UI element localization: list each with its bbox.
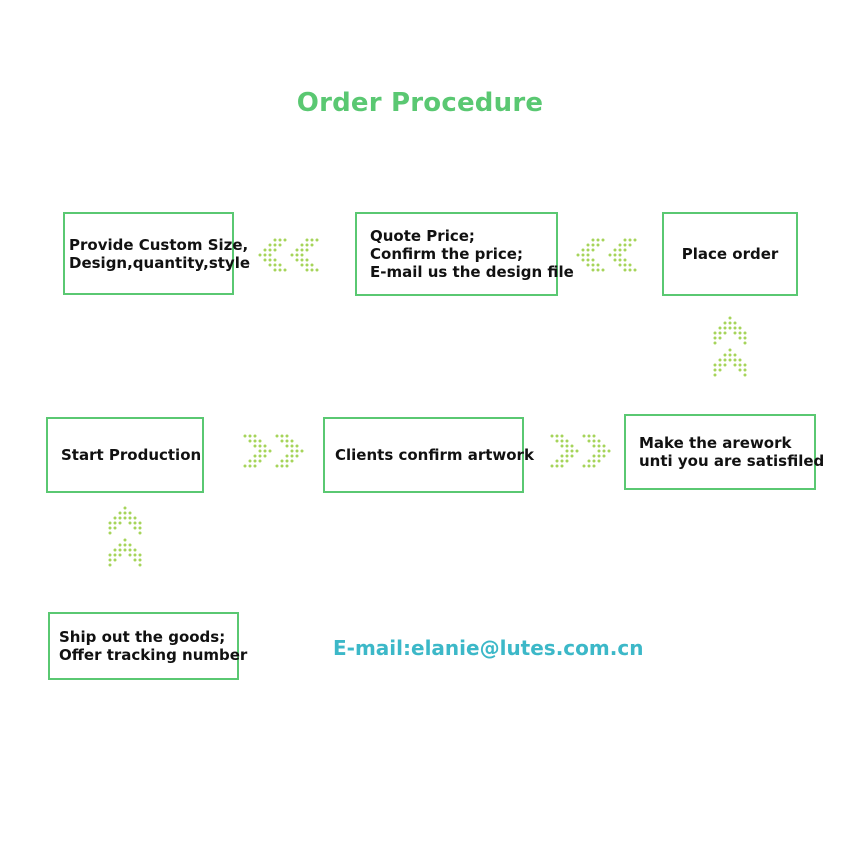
step-make-artwork: Make the arework unti you are satisfiled [624,414,825,490]
step-text-line: E-mail us the design file [370,263,574,281]
step-text-line: unti you are satisfiled [639,452,825,470]
step-text-line: Place order [681,245,779,263]
arrow-right-icon [576,238,637,272]
step-text-line: Quote Price; [370,227,475,245]
arrow-left-icon [243,434,304,468]
step-text-line: Start Production [61,446,202,464]
step-text-line: Confirm the price; [370,245,523,263]
arrow-down-icon [108,506,142,567]
step-text-line: Design,quantity,style [69,253,251,272]
arrow-down-icon [713,316,747,377]
step-place-order: Place order [662,212,798,296]
step-text-line: Ship out the goods; [59,628,226,646]
step-text-line: Provide Custom Size, [69,235,249,254]
step-quote-price: Quote Price; Confirm the price; E-mail u… [355,212,574,296]
step-provide-custom-size: Provide Custom Size, Design,quantity,sty… [63,212,251,295]
step-clients-confirm-artwork: Clients confirm artwork [323,417,534,493]
step-text-line: Make the arework [639,434,792,452]
contact-email: E-mail:elanie@lutes.com.cn [333,636,644,660]
step-ship-out-goods: Ship out the goods; Offer tracking numbe… [48,612,248,680]
step-start-production: Start Production [46,417,204,493]
step-text-line: Clients confirm artwork [335,446,534,464]
arrow-left-icon [550,434,611,468]
diagram-title: Order Procedure [296,88,544,118]
step-text-line: Offer tracking number [59,646,248,664]
arrow-right-icon [258,238,319,272]
